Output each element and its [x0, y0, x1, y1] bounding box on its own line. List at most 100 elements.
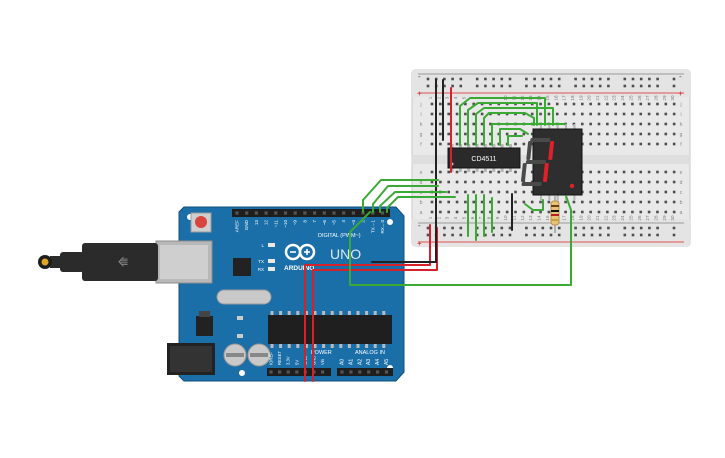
wire-seg-d[interactable] — [483, 112, 535, 146]
breadboard-hole — [631, 170, 634, 174]
rail-hole — [475, 77, 479, 81]
wire-5v[interactable] — [304, 224, 431, 382]
power-pin-label: RESET — [277, 351, 282, 365]
column-number-top: 28 — [653, 95, 658, 101]
rail-hole — [475, 84, 479, 88]
rail-minus-label-right: - — [679, 72, 682, 81]
breadboard-hole — [647, 190, 651, 194]
breadboard-hole — [472, 210, 476, 214]
header-hole — [358, 370, 362, 374]
breadboard-hole — [622, 210, 626, 214]
usb-cable[interactable]: ⭅ — [38, 243, 158, 281]
breadboard-hole — [447, 112, 450, 116]
header-hole — [286, 370, 290, 374]
wire-d4[interactable] — [362, 179, 439, 213]
segment-b — [548, 141, 555, 160]
smd-component — [237, 334, 243, 338]
wire-seg-e[interactable] — [491, 123, 566, 146]
wire-d2[interactable] — [379, 191, 447, 213]
header-hole — [384, 370, 389, 374]
column-number-bottom: 2 — [436, 216, 441, 219]
breadboard-hole — [539, 102, 542, 106]
header-hole — [332, 211, 336, 215]
rail-hole — [549, 226, 553, 230]
wire-seg-g[interactable] — [507, 135, 523, 146]
breadboard-hole — [622, 102, 626, 106]
breadboard-hole — [439, 142, 442, 146]
breadboard-hole — [589, 142, 592, 146]
breadboard-hole — [631, 102, 634, 106]
breadboard-hole — [489, 132, 492, 136]
breadboard-hole — [505, 200, 509, 204]
breadboard-hole — [514, 200, 517, 204]
breadboard-hole — [664, 142, 668, 146]
breadboard-hole — [672, 132, 676, 136]
header-hole — [278, 370, 282, 374]
usb-plug-body — [82, 243, 158, 281]
chip-leg — [492, 167, 496, 172]
rail-hole — [443, 226, 446, 230]
rail-hole — [484, 77, 487, 81]
digital-pin-label: GND — [244, 219, 249, 230]
breadboard-hole — [656, 132, 659, 136]
reset-button[interactable] — [195, 216, 207, 228]
display-leg — [556, 194, 559, 200]
wire-seg-b[interactable] — [467, 102, 538, 146]
breadboard-hole — [647, 142, 651, 146]
rail-hole — [574, 84, 577, 88]
rail-hole — [475, 233, 479, 237]
chip-leg — [492, 144, 496, 149]
breadboard-hole — [447, 142, 450, 146]
column-number-bottom: 23 — [612, 215, 617, 221]
wire-d1[interactable] — [386, 196, 456, 213]
breadboard-hole — [664, 210, 668, 214]
breadboard-hole — [656, 170, 659, 174]
breadboard-hole — [614, 190, 617, 194]
breadboard-hole — [464, 142, 467, 146]
power-pin-label: 5V — [294, 360, 299, 365]
rail-hole — [582, 226, 586, 230]
rail-hole — [549, 84, 553, 88]
column-number-top: 16 — [553, 95, 558, 101]
rail-hole — [541, 226, 545, 230]
wire-gnd[interactable] — [371, 79, 437, 263]
rail-hole — [607, 77, 610, 81]
wire-display-common[interactable] — [524, 199, 544, 211]
breadboard-hole — [547, 102, 551, 106]
column-number-top: 2 — [436, 96, 441, 99]
breadboard-hole — [455, 170, 459, 174]
breadboard-hole — [664, 180, 668, 184]
rail-hole — [574, 77, 577, 81]
wire-seg-f[interactable] — [499, 128, 529, 146]
row-letter: f — [680, 142, 682, 148]
rail-hole — [656, 233, 659, 237]
mcu-pin — [330, 344, 334, 348]
row-letter: f — [420, 142, 422, 148]
breadboard-hole — [597, 170, 601, 174]
rail-hole — [508, 233, 512, 237]
breadboard-hole — [480, 190, 484, 194]
breadboard-hole — [597, 102, 601, 106]
rail-hole — [451, 77, 454, 81]
breadboard-hole — [656, 190, 659, 194]
header-hole — [342, 211, 346, 215]
breadboard-hole — [522, 190, 526, 194]
crystal-oscillator — [216, 289, 272, 305]
analog-header — [337, 368, 393, 376]
resistor[interactable] — [550, 196, 560, 233]
rail-hole — [631, 77, 635, 81]
wire-d3[interactable] — [372, 185, 439, 213]
cd4511-decoder-chip[interactable]: CD4511 — [447, 144, 521, 172]
rail-plus-label-bottom: + — [417, 239, 422, 248]
breadboard-hole — [547, 200, 551, 204]
wires[interactable] — [304, 79, 572, 382]
column-number-top: 19 — [578, 95, 583, 101]
seven-segment-display[interactable] — [521, 124, 583, 200]
wire-long-loop[interactable] — [349, 195, 572, 286]
breadboard-hole — [497, 132, 501, 136]
wire-seg-c[interactable] — [475, 107, 554, 146]
rail-hole — [541, 233, 545, 237]
row-letter: g — [680, 132, 683, 138]
display-leg — [556, 124, 559, 130]
